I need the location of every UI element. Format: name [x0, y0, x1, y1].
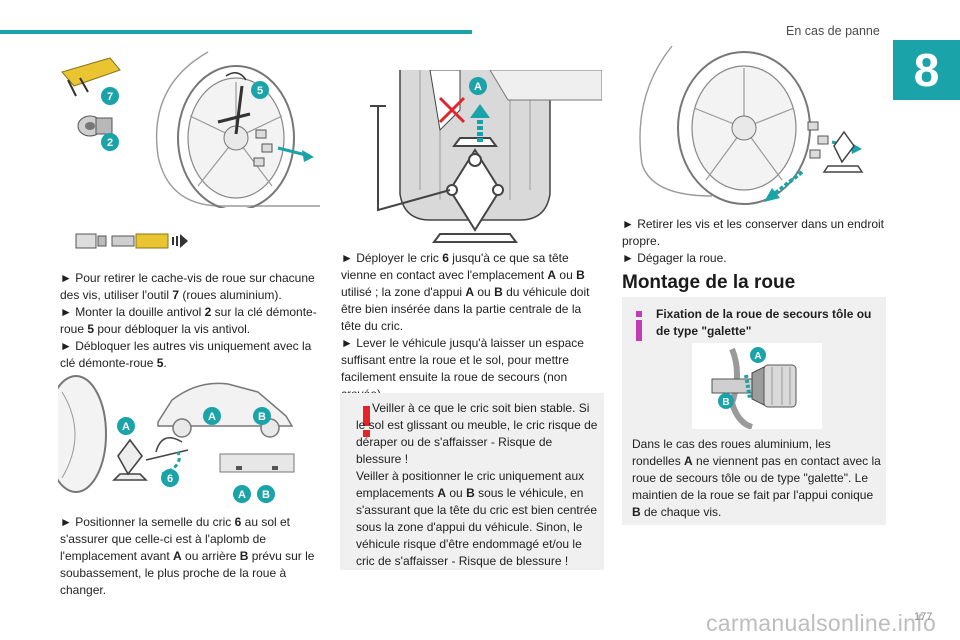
ref-5: 5	[156, 356, 164, 370]
chapter-title: En cas de panne	[786, 24, 880, 38]
text-run: Veiller à positionner le cric uniquement…	[356, 469, 585, 500]
text-run: ou	[556, 268, 577, 282]
text-run: ► Débloquer les autres vis uniquement av…	[60, 339, 312, 370]
instruction-loosen-bolts: ► Débloquer les autres vis uniquement av…	[60, 338, 322, 372]
warning-stability: Veiller à ce que le cric soit bien stabl…	[356, 401, 598, 466]
page-number: 177	[914, 611, 933, 623]
warning-positioning: Veiller à positionner le cric uniquement…	[356, 468, 598, 570]
fig2-label-b-underbody: B	[262, 489, 270, 501]
text-run: ► Pour retirer le cache-vis de roue sur …	[60, 271, 315, 302]
fig2-label-a-car: A	[208, 411, 216, 423]
ref-a: A	[173, 549, 182, 563]
instruction-position-jack: ► Positionner la semelle du cric 6 au so…	[60, 514, 322, 599]
wheel-bolt-removal-illustration: 7 2 5	[61, 51, 320, 208]
instruction-deploy-jack: ► Déployer le cric 6 jusqu'à ce que sa t…	[341, 250, 603, 335]
text-run: du véhicule doit être bien insérée dans …	[341, 285, 590, 333]
spare-wheel-bolt-illustration: A B	[692, 343, 822, 429]
instructions-col2: ► Déployer le cric 6 jusqu'à ce que sa t…	[341, 250, 603, 403]
text-run: Dans le cas des roues aluminium, les ron…	[632, 437, 831, 468]
ref-b: B	[466, 486, 475, 500]
ref-a: A	[547, 268, 557, 282]
text-run: utilisé ; la zone d'appui	[341, 285, 466, 299]
ref-6: 6	[442, 251, 449, 265]
ref-b: B	[239, 549, 249, 563]
chapter-number-tab: 8	[893, 40, 960, 100]
fig2-label-6: 6	[167, 473, 173, 485]
fig1-label-2: 2	[107, 137, 113, 149]
jack-deploy-illustration: A	[370, 70, 602, 243]
text-run: ou	[474, 285, 495, 299]
text-run: ► Déployer le cric	[341, 251, 443, 265]
text-run: sur la clé démonte-roue	[60, 305, 317, 336]
info-title: Fixation de la roue de secours tôle ou d…	[656, 307, 872, 338]
ref-b: B	[576, 268, 585, 282]
info-fig-label-a: A	[754, 351, 761, 362]
text-run: sous le véhicule, en s'assurant que la t…	[356, 486, 598, 568]
text-run: prévu sur le soubassement, le plus proch…	[60, 549, 315, 597]
text-run: au sol et s'assurer que celle-ci est à l…	[60, 515, 291, 563]
ref-a: A	[437, 486, 447, 500]
fig1-label-7: 7	[107, 91, 113, 103]
section-heading-wheel-fitting: Montage de la roue	[622, 272, 796, 293]
info-text: Dans le cas des roues aluminium, les ron…	[632, 436, 882, 521]
instruction-remove-caps: ► Pour retirer le cache-vis de roue sur …	[60, 270, 322, 304]
instructions-col1-jack: ► Positionner la semelle du cric 6 au so…	[60, 514, 322, 599]
wheel-removal-illustration	[639, 46, 864, 205]
text-run: ► Monter la douille antivol	[60, 305, 205, 319]
text-run: ou arrière	[181, 549, 240, 563]
text-run: ne viennent pas en contact avec la roue …	[632, 454, 881, 502]
fig3-label-a: A	[474, 81, 482, 93]
instructions-col1: ► Pour retirer le cache-vis de roue sur …	[60, 270, 322, 372]
watermark: carmanualsonline.info	[706, 610, 937, 636]
info-fig-label-b: B	[722, 397, 729, 408]
ref-b: B	[632, 505, 641, 519]
instructions-col3: ► Retirer les vis et les conserver dans …	[622, 216, 886, 267]
bolt-cap-tool-illustration	[75, 233, 188, 249]
ref-7: 7	[172, 288, 180, 302]
text-run: pour débloquer la vis antivol.	[94, 322, 251, 336]
text-run: .	[163, 356, 167, 370]
jack-positioning-illustration: A 6 A B A B	[58, 375, 295, 503]
text-run: jusqu'à ce que sa tête vienne en contact…	[341, 251, 569, 282]
instruction-remove-bolts: ► Retirer les vis et les conserver dans …	[622, 217, 884, 248]
ref-2: 2	[204, 305, 212, 319]
text-run: ► Positionner la semelle du cric	[60, 515, 235, 529]
ref-a: A	[465, 285, 475, 299]
fig2-label-b-car: B	[258, 411, 266, 423]
ref-5: 5	[87, 322, 95, 336]
fig2-label-a-jack: A	[122, 421, 130, 433]
ref-a: A	[684, 454, 693, 468]
fig2-label-a-underbody: A	[238, 489, 246, 501]
instruction-anti-theft: ► Monter la douille antivol 2 sur la clé…	[60, 304, 322, 338]
info-icon	[636, 311, 642, 341]
warning-text: Veiller à ce que le cric soit bien stabl…	[356, 400, 598, 570]
ref-6: 6	[234, 515, 242, 529]
warning-exclamation-icon	[363, 406, 370, 437]
instruction-release-wheel: ► Dégager la roue.	[622, 251, 727, 265]
text-run: ou	[446, 486, 467, 500]
warning-box: Veiller à ce que le cric soit bien stabl…	[340, 393, 604, 570]
header-accent-bar	[0, 30, 472, 34]
fig1-label-5: 5	[257, 85, 263, 97]
text-run: (roues aluminium).	[179, 288, 282, 302]
ref-b: B	[494, 285, 503, 299]
info-box: Fixation de la roue de secours tôle ou d…	[622, 297, 886, 525]
text-run: de chaque vis.	[640, 505, 722, 519]
